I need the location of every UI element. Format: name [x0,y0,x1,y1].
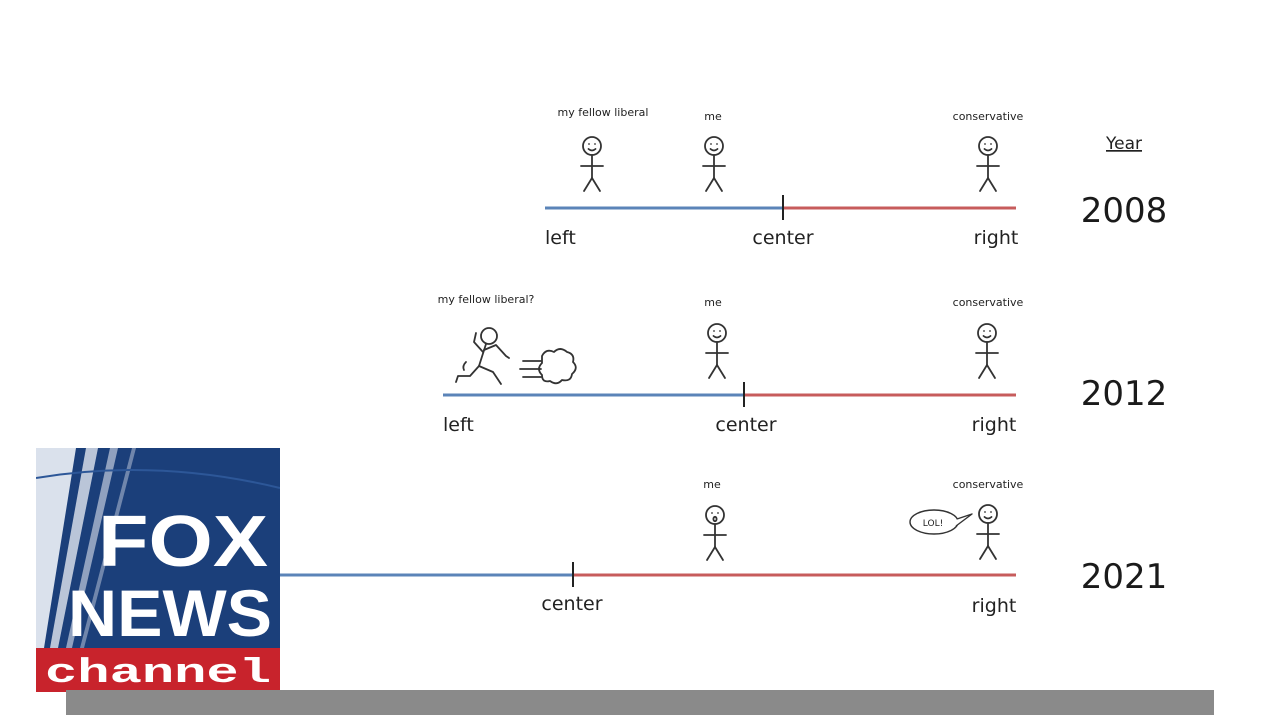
stick-figure-conservative [977,137,999,191]
stick-figure-conservative [976,324,998,378]
stick-figure-conservative [977,505,999,559]
stick-figure-me [706,324,728,378]
label-conservative: conservative [953,110,1024,123]
label-me: me [704,296,722,309]
axis-center-label: center [715,414,776,436]
label-conservative: conservative [953,296,1024,309]
year-label: 2012 [1081,374,1168,414]
speech-bubble: LOL! [910,510,972,534]
axis-left-label: left [443,414,474,436]
label-my-fellow-liberal: my fellow liberal [558,106,649,119]
year-label: 2008 [1081,191,1168,231]
label-me: me [704,110,722,123]
running-stick-figure [456,328,509,384]
speech-bubble-text: LOL! [923,519,943,529]
stick-figure-liberal [581,137,603,191]
axis-right-label: right [972,595,1017,617]
stick-figure-me-shocked [704,506,726,560]
svg-text:NEWS: NEWS [68,576,272,650]
axis-center-label: center [752,227,813,249]
row-2021: me conservative LOL! center right 2021 [280,478,1167,617]
bottom-bar [66,690,1214,715]
axis-right-label: right [972,414,1017,436]
label-me: me [703,478,721,491]
axis-center-label: center [541,593,602,615]
label-conservative: conservative [953,478,1024,491]
svg-text:FOX: FOX [98,502,268,582]
year-header: Year [1105,134,1142,154]
year-label: 2021 [1081,557,1168,597]
stick-figure-me [703,137,725,191]
svg-text:channel: channel [45,655,271,692]
row-2008: my fellow liberal me conservative left c… [545,106,1167,249]
fox-news-logo: FOX NEWS channel [36,448,280,692]
axis-left-label: left [545,227,576,249]
axis-right-label: right [974,227,1019,249]
label-my-fellow-liberal: my fellow liberal? [438,293,535,306]
row-2012: my fellow liberal? me conservative left … [438,293,1168,436]
dust-cloud-icon [520,349,576,383]
